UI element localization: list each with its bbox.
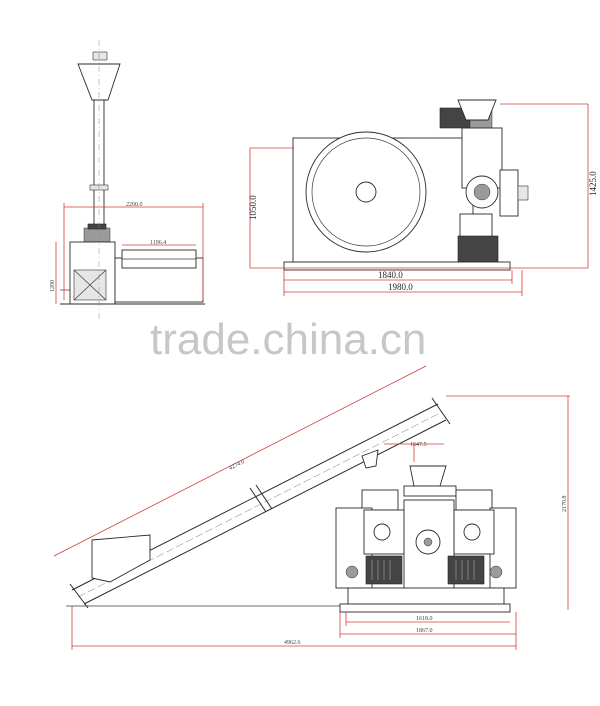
watermark: trade.china.cn — [150, 315, 426, 364]
front-view — [249, 99, 589, 296]
front-dim-1980: 1980.0 — [388, 282, 413, 292]
conveyor-view — [53, 365, 570, 650]
front-dim-1840: 1840.0 — [378, 270, 403, 280]
conveyor-dim-1618: 1618.0 — [416, 616, 433, 622]
conveyor-dim-length: 4274.0 — [228, 459, 245, 472]
conveyor-dim-total: 4962.6 — [284, 640, 301, 646]
front-dim-height-right: 1425.0 — [588, 171, 598, 196]
side-dim-width: 2200.0 — [126, 202, 143, 208]
side-dim-inner: 1196.4 — [150, 240, 166, 246]
side-view — [55, 40, 205, 320]
side-dim-height: 1200 — [50, 280, 56, 292]
front-dim-height-left: 1050.0 — [248, 195, 258, 220]
conveyor-dim-1867: 1867.0 — [416, 628, 433, 634]
conveyor-dim-height: 2170.8 — [562, 496, 568, 513]
conveyor-dim-top: 1647.5 — [410, 442, 427, 448]
